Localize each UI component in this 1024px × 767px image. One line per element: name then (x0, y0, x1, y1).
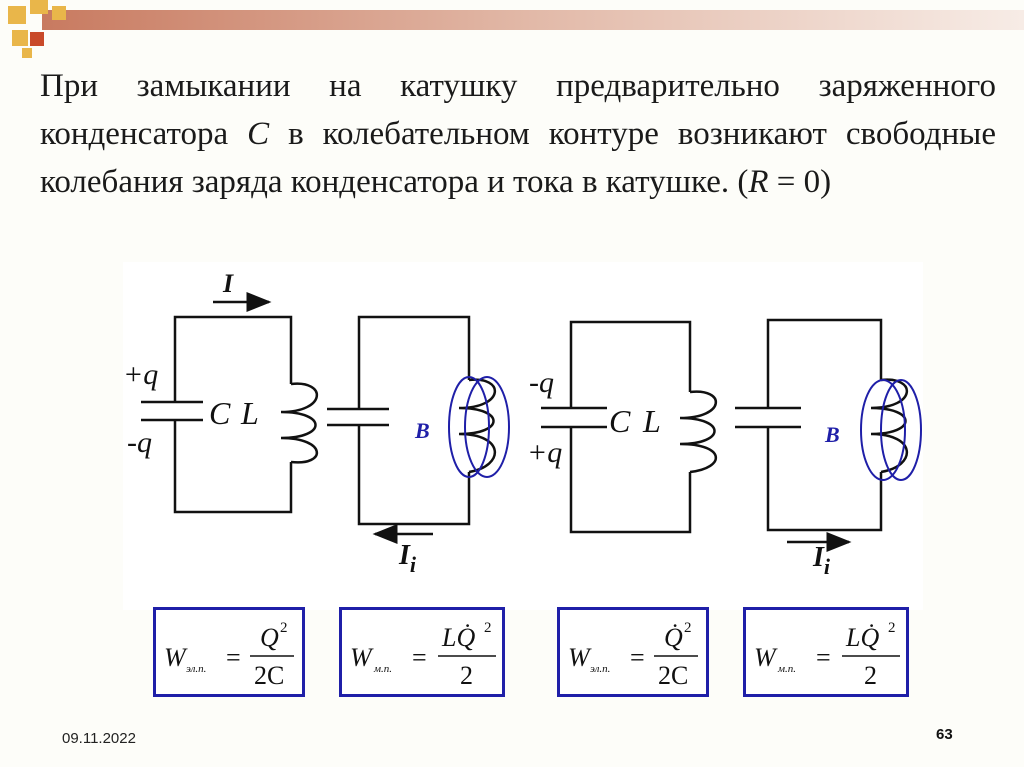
svg-text:2: 2 (280, 620, 288, 636)
capacitor-label-1: C (209, 395, 231, 431)
lc-circuit-figure: I +q -q C L B Ii -q +q C L (123, 262, 923, 610)
corner-squares-decoration (8, 0, 1024, 58)
description-paragraph: При замыкании на катушку предварительно … (40, 68, 996, 200)
circuit-2 (327, 315, 497, 544)
field-label-b-2: B (824, 422, 840, 447)
svg-text:W: W (754, 643, 778, 672)
charge-plus-label-1: +q (123, 358, 158, 391)
variable-r: R (748, 164, 769, 200)
svg-text:LQ̇: LQ̇ (845, 623, 879, 652)
magnetic-field-loops-2 (860, 379, 922, 481)
formula-magnetic-energy-1: W м.п. = LQ̇ 2 2 (339, 607, 505, 697)
charge-minus-label-1: -q (127, 426, 152, 459)
svg-text:W: W (164, 643, 188, 672)
svg-text:=: = (226, 643, 241, 672)
circuit-3 (541, 320, 718, 534)
induced-current-label-1: Ii (398, 540, 417, 577)
svg-text:2: 2 (684, 620, 692, 636)
svg-text:W: W (568, 643, 592, 672)
svg-text:2: 2 (484, 620, 492, 636)
page-number: 63 (936, 726, 953, 743)
magnetic-field-loops-1 (448, 376, 510, 478)
inductor-label-2: L (642, 403, 661, 439)
current-label-i: I (222, 269, 234, 298)
title-bar-decoration (0, 0, 1024, 60)
svg-text:м.п.: м.п. (777, 663, 796, 675)
svg-text:2: 2 (864, 661, 877, 690)
inductor-coil-3 (679, 390, 718, 474)
formula-electric-energy-1: W эл.п. = Q 2 2C (153, 607, 305, 697)
field-label-b-1: B (414, 418, 430, 443)
svg-text:2: 2 (888, 620, 896, 636)
svg-text:эл.п.: эл.п. (590, 663, 610, 675)
inductor-label-1: L (240, 395, 259, 431)
svg-text:LQ̇: LQ̇ (441, 623, 475, 652)
svg-text:2: 2 (460, 661, 473, 690)
formula-electric-energy-2: W эл.п. = Q̇ 2 2C (557, 607, 709, 697)
charge-minus-label-2: -q (529, 366, 554, 399)
inductor-coil-2 (458, 378, 497, 474)
formula-magnetic-energy-2: W м.п. = LQ̇ 2 2 (743, 607, 909, 697)
svg-text:=: = (630, 643, 645, 672)
svg-text:2C: 2C (658, 661, 688, 690)
svg-text:Q̇: Q̇ (664, 623, 683, 652)
svg-text:м.п.: м.п. (373, 663, 392, 675)
variable-c: C (247, 116, 270, 152)
svg-text:W: W (350, 643, 374, 672)
svg-text:Q: Q (260, 623, 279, 652)
circuit-1 (141, 292, 319, 514)
svg-text:2C: 2C (254, 661, 284, 690)
svg-text:=: = (412, 643, 427, 672)
capacitor-label-2: C (609, 403, 631, 439)
svg-text:эл.п.: эл.п. (186, 663, 206, 675)
charge-plus-label-2: +q (527, 436, 562, 469)
inductor-coil-1 (280, 382, 319, 464)
induced-current-label-2: Ii (812, 542, 831, 579)
svg-text:=: = (816, 643, 831, 672)
footer-date: 09.11.2022 (62, 730, 136, 747)
